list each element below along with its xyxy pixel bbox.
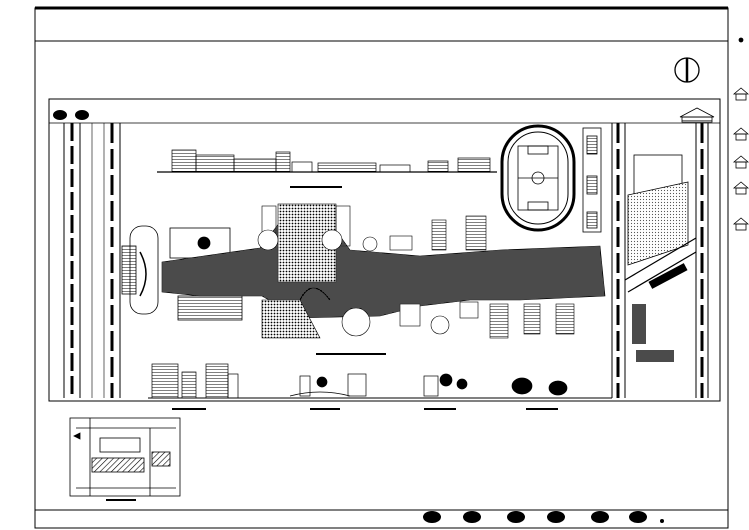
school-blocks xyxy=(582,127,602,233)
right-avenue xyxy=(611,123,709,398)
site-plan-frame xyxy=(48,98,721,402)
skyline-elevation xyxy=(157,149,497,188)
key-map xyxy=(69,417,181,501)
avenue-trees xyxy=(53,110,89,120)
diagonal-parking-lot xyxy=(632,263,688,362)
central-pedestrian-plaza xyxy=(161,203,606,355)
margin-house-icons xyxy=(732,37,749,231)
left-avenue xyxy=(63,123,121,398)
project-site-hatched xyxy=(91,457,145,473)
section-sketches xyxy=(148,363,612,410)
north-arrow-icon xyxy=(674,57,700,83)
corner-building-icon xyxy=(679,107,715,123)
sheet-frame xyxy=(34,6,729,529)
tree-symbol-legend xyxy=(423,511,664,523)
east-compound xyxy=(624,154,697,293)
running-track-with-football-pitch xyxy=(500,124,576,232)
west-entrance xyxy=(121,225,243,321)
